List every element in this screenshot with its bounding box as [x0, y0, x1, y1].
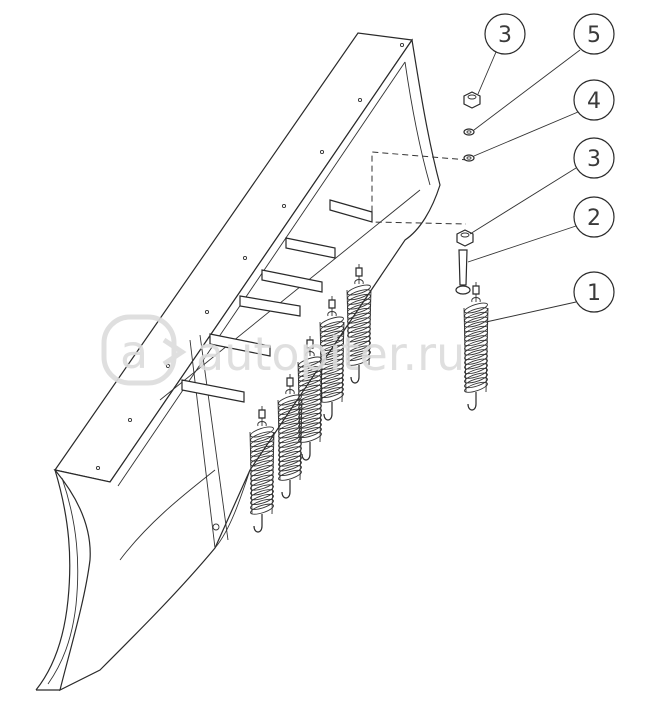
nut-top [463, 91, 481, 109]
watermark-text: autopiter.ru [196, 327, 465, 381]
spring-exploded [463, 282, 489, 411]
blade-assembly [35, 32, 469, 692]
spring-mounted-5 [249, 406, 275, 533]
svg-text:3: 3 [587, 147, 601, 172]
blade-cutting-edge [35, 469, 71, 691]
watermark-arrow-icon [162, 337, 187, 367]
exploded-parts [455, 91, 489, 411]
blade-moldboard [53, 38, 441, 692]
flat-washer [463, 154, 475, 162]
eye-bolt [455, 249, 471, 295]
svg-text:5: 5 [587, 23, 601, 48]
callout-4-flat-washer: 4 [473, 79, 615, 157]
watermark: a autopiter.ru [101, 314, 465, 386]
spring-mounted-3 [297, 336, 323, 461]
callouts: 3 5 4 3 2 1 [467, 13, 615, 323]
callout-5-lock-washer: 5 [473, 13, 615, 131]
callout-1-spring: 1 [485, 271, 615, 323]
svg-text:4: 4 [587, 89, 601, 114]
svg-text:1: 1 [587, 281, 601, 306]
spring-mounted-2 [319, 296, 345, 421]
spring-mounted-4 [277, 374, 303, 499]
mounted-springs [249, 264, 372, 533]
callout-3-nut-top: 3 [477, 13, 526, 95]
svg-text:2: 2 [587, 206, 601, 231]
watermark-logo-frame [101, 314, 177, 386]
spring-loose [463, 282, 489, 411]
nut-lower [456, 229, 474, 247]
lock-washer [463, 128, 475, 136]
spring-mounted-1 [346, 264, 372, 384]
watermark-logo-glyph: a [120, 325, 148, 379]
callout-2-eye-bolt: 2 [467, 196, 615, 263]
callout-3-nut-lower: 3 [469, 137, 615, 235]
svg-text:3: 3 [498, 23, 512, 48]
assembly-guide-line [371, 151, 469, 225]
spring-brackets [181, 199, 373, 403]
